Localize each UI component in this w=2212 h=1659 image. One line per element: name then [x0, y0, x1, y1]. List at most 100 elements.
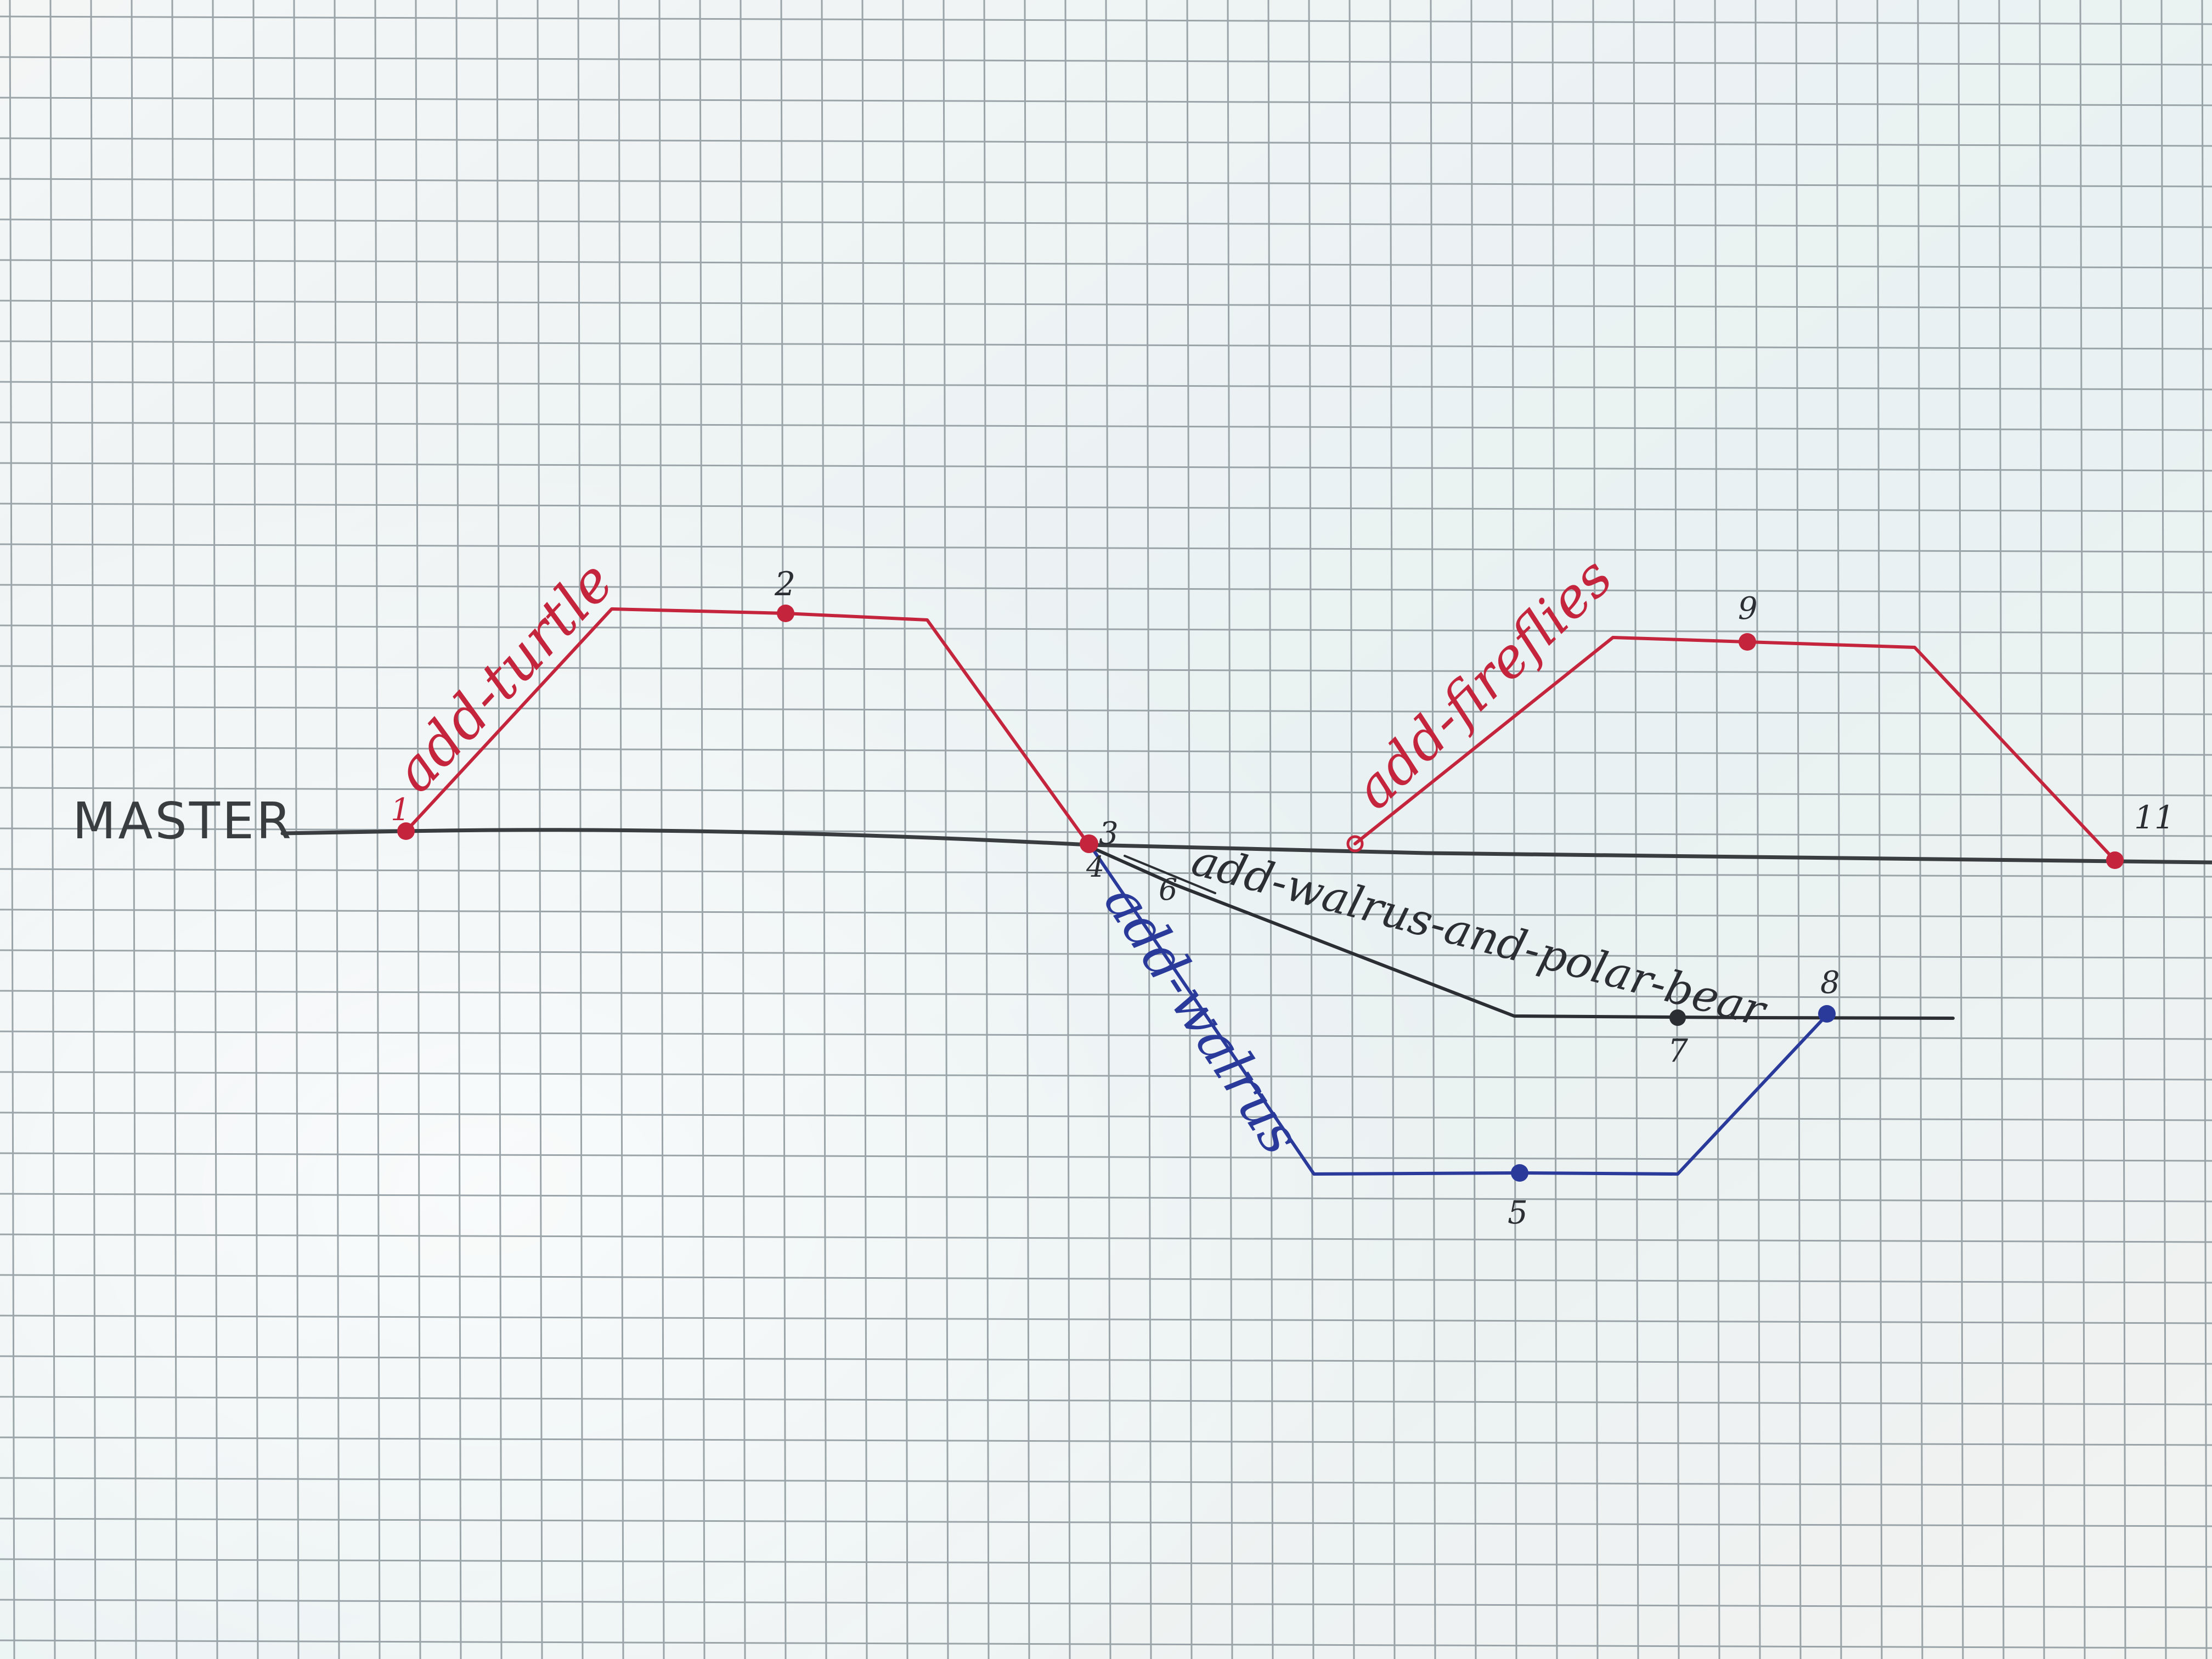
- grid-line-vertical: [1592, 0, 1599, 1659]
- master-branch-line: [280, 828, 2212, 865]
- commit-3-dot[interactable]: [1080, 834, 1098, 853]
- grid-line-horizontal: [0, 787, 2212, 797]
- grid-line-vertical: [1633, 0, 1639, 1659]
- fireflies-start-dot: [1346, 835, 1364, 853]
- grid-line-vertical: [902, 0, 909, 1659]
- grid-line-vertical: [983, 0, 990, 1659]
- grid-line-horizontal: [0, 1355, 2212, 1365]
- commit-1-dot[interactable]: [397, 822, 415, 840]
- grid-line-vertical: [49, 0, 56, 1659]
- grid-line-horizontal: [0, 1111, 2212, 1121]
- grid-line-vertical: [1186, 0, 1193, 1659]
- grid-line-horizontal: [0, 624, 2212, 634]
- grid-line-vertical: [1064, 0, 1071, 1659]
- grid-line-horizontal: [0, 1517, 2212, 1527]
- grid-line-horizontal: [0, 1558, 2212, 1568]
- grid-line-horizontal: [0, 706, 2212, 715]
- grid-line-horizontal: [0, 1477, 2212, 1487]
- grid-line-horizontal: [0, 300, 2212, 309]
- grid-line-vertical: [740, 0, 746, 1659]
- grid-line-horizontal: [0, 97, 2212, 106]
- grid-line-horizontal: [0, 503, 2212, 512]
- grid-line-vertical: [1227, 0, 1233, 1659]
- grid-line-horizontal: [0, 949, 2212, 959]
- commit-5-dot[interactable]: [1511, 1164, 1528, 1182]
- grid-line-horizontal: [0, 178, 2212, 188]
- grid-line-horizontal: [0, 259, 2212, 269]
- commit-9-dot[interactable]: [1739, 633, 1756, 651]
- grid-line-vertical: [1917, 0, 1923, 1659]
- commit-7-dot[interactable]: [1669, 1009, 1686, 1026]
- grid-line-horizontal: [0, 1436, 2212, 1446]
- grid-line-vertical: [2079, 0, 2086, 1659]
- grid-line-vertical: [780, 0, 787, 1659]
- commit-1-number: 1: [391, 792, 410, 828]
- grid-line-vertical: [2160, 0, 2167, 1659]
- grid-line-vertical: [1551, 0, 1558, 1659]
- grid-line-vertical: [861, 0, 868, 1659]
- grid-line-vertical: [1389, 0, 1396, 1659]
- grid-line-horizontal: [0, 868, 2212, 878]
- master-label: MASTER: [72, 792, 294, 850]
- grid-line-horizontal: [0, 1071, 2212, 1081]
- grid-line-vertical: [1511, 0, 1517, 1659]
- grid-line-vertical: [1836, 0, 1842, 1659]
- grid-line-horizontal: [0, 137, 2212, 147]
- commit-11-number: 11: [2134, 799, 2175, 836]
- commit-9-number: 9: [1738, 591, 1758, 627]
- commit-2-number: 2: [774, 565, 795, 603]
- grid-line-vertical: [2201, 0, 2208, 1659]
- grid-line-horizontal: [0, 746, 2212, 756]
- grid-line-vertical: [2039, 0, 2045, 1659]
- grid-line-vertical: [943, 0, 949, 1659]
- commit-2-dot[interactable]: [777, 605, 794, 622]
- grid-line-horizontal: [0, 1193, 2212, 1203]
- commit-5-number: 5: [1508, 1194, 1528, 1231]
- grid-line-horizontal: [0, 381, 2212, 391]
- commit-4-number: 4: [1086, 851, 1104, 884]
- grid-line-vertical: [1146, 0, 1152, 1659]
- add-walrus-and-polar-bear-double-stroke: [1124, 855, 1216, 894]
- grid-line-horizontal: [0, 421, 2212, 431]
- grid-line-horizontal: [0, 665, 2212, 675]
- grid-line-vertical: [1795, 0, 1802, 1659]
- grid-line-vertical: [1308, 0, 1314, 1659]
- grid-line-vertical: [1430, 0, 1436, 1659]
- commit-3-number: 3: [1099, 816, 1119, 851]
- grid-line-horizontal: [0, 909, 2212, 918]
- grid-line-horizontal: [0, 1233, 2212, 1243]
- grid-line-vertical: [1348, 0, 1355, 1659]
- grid-line-vertical: [1714, 0, 1720, 1659]
- grid-line-horizontal: [0, 15, 2212, 25]
- grid-line-horizontal: [0, 56, 2212, 66]
- grid-line-horizontal: [0, 990, 2212, 1000]
- commit-6-number: 6: [1159, 872, 1177, 907]
- grid-line-horizontal: [0, 1030, 2212, 1040]
- grid-line-vertical: [1267, 0, 1274, 1659]
- commit-7-number: 7: [1668, 1032, 1688, 1069]
- grid-line-vertical: [1024, 0, 1030, 1659]
- grid-line-vertical: [1876, 0, 1883, 1659]
- grid-line-horizontal: [0, 584, 2212, 594]
- grid-line-horizontal: [0, 1152, 2212, 1162]
- grid-line-horizontal: [0, 340, 2212, 350]
- grid-line-horizontal: [0, 1639, 2212, 1649]
- grid-line-vertical: [821, 0, 827, 1659]
- grid-line-vertical: [1673, 0, 1680, 1659]
- grid-line-horizontal: [0, 1599, 2212, 1609]
- grid-line-horizontal: [0, 218, 2212, 228]
- grid-line-vertical: [1754, 0, 1761, 1659]
- grid-line-vertical: [1998, 0, 2005, 1659]
- commit-11-dot[interactable]: [2106, 851, 2124, 869]
- grid-line-horizontal: [0, 462, 2212, 472]
- grid-line-horizontal: [0, 1396, 2212, 1406]
- commit-8-number: 8: [1820, 965, 1840, 1001]
- commit-8-dot[interactable]: [1818, 1005, 1836, 1023]
- grid-line-horizontal: [0, 1314, 2212, 1324]
- grid-line-vertical: [1957, 0, 1964, 1659]
- grid-line-horizontal: [0, 827, 2212, 837]
- grid-line-horizontal: [0, 1274, 2212, 1284]
- grid-line-vertical: [9, 0, 15, 1659]
